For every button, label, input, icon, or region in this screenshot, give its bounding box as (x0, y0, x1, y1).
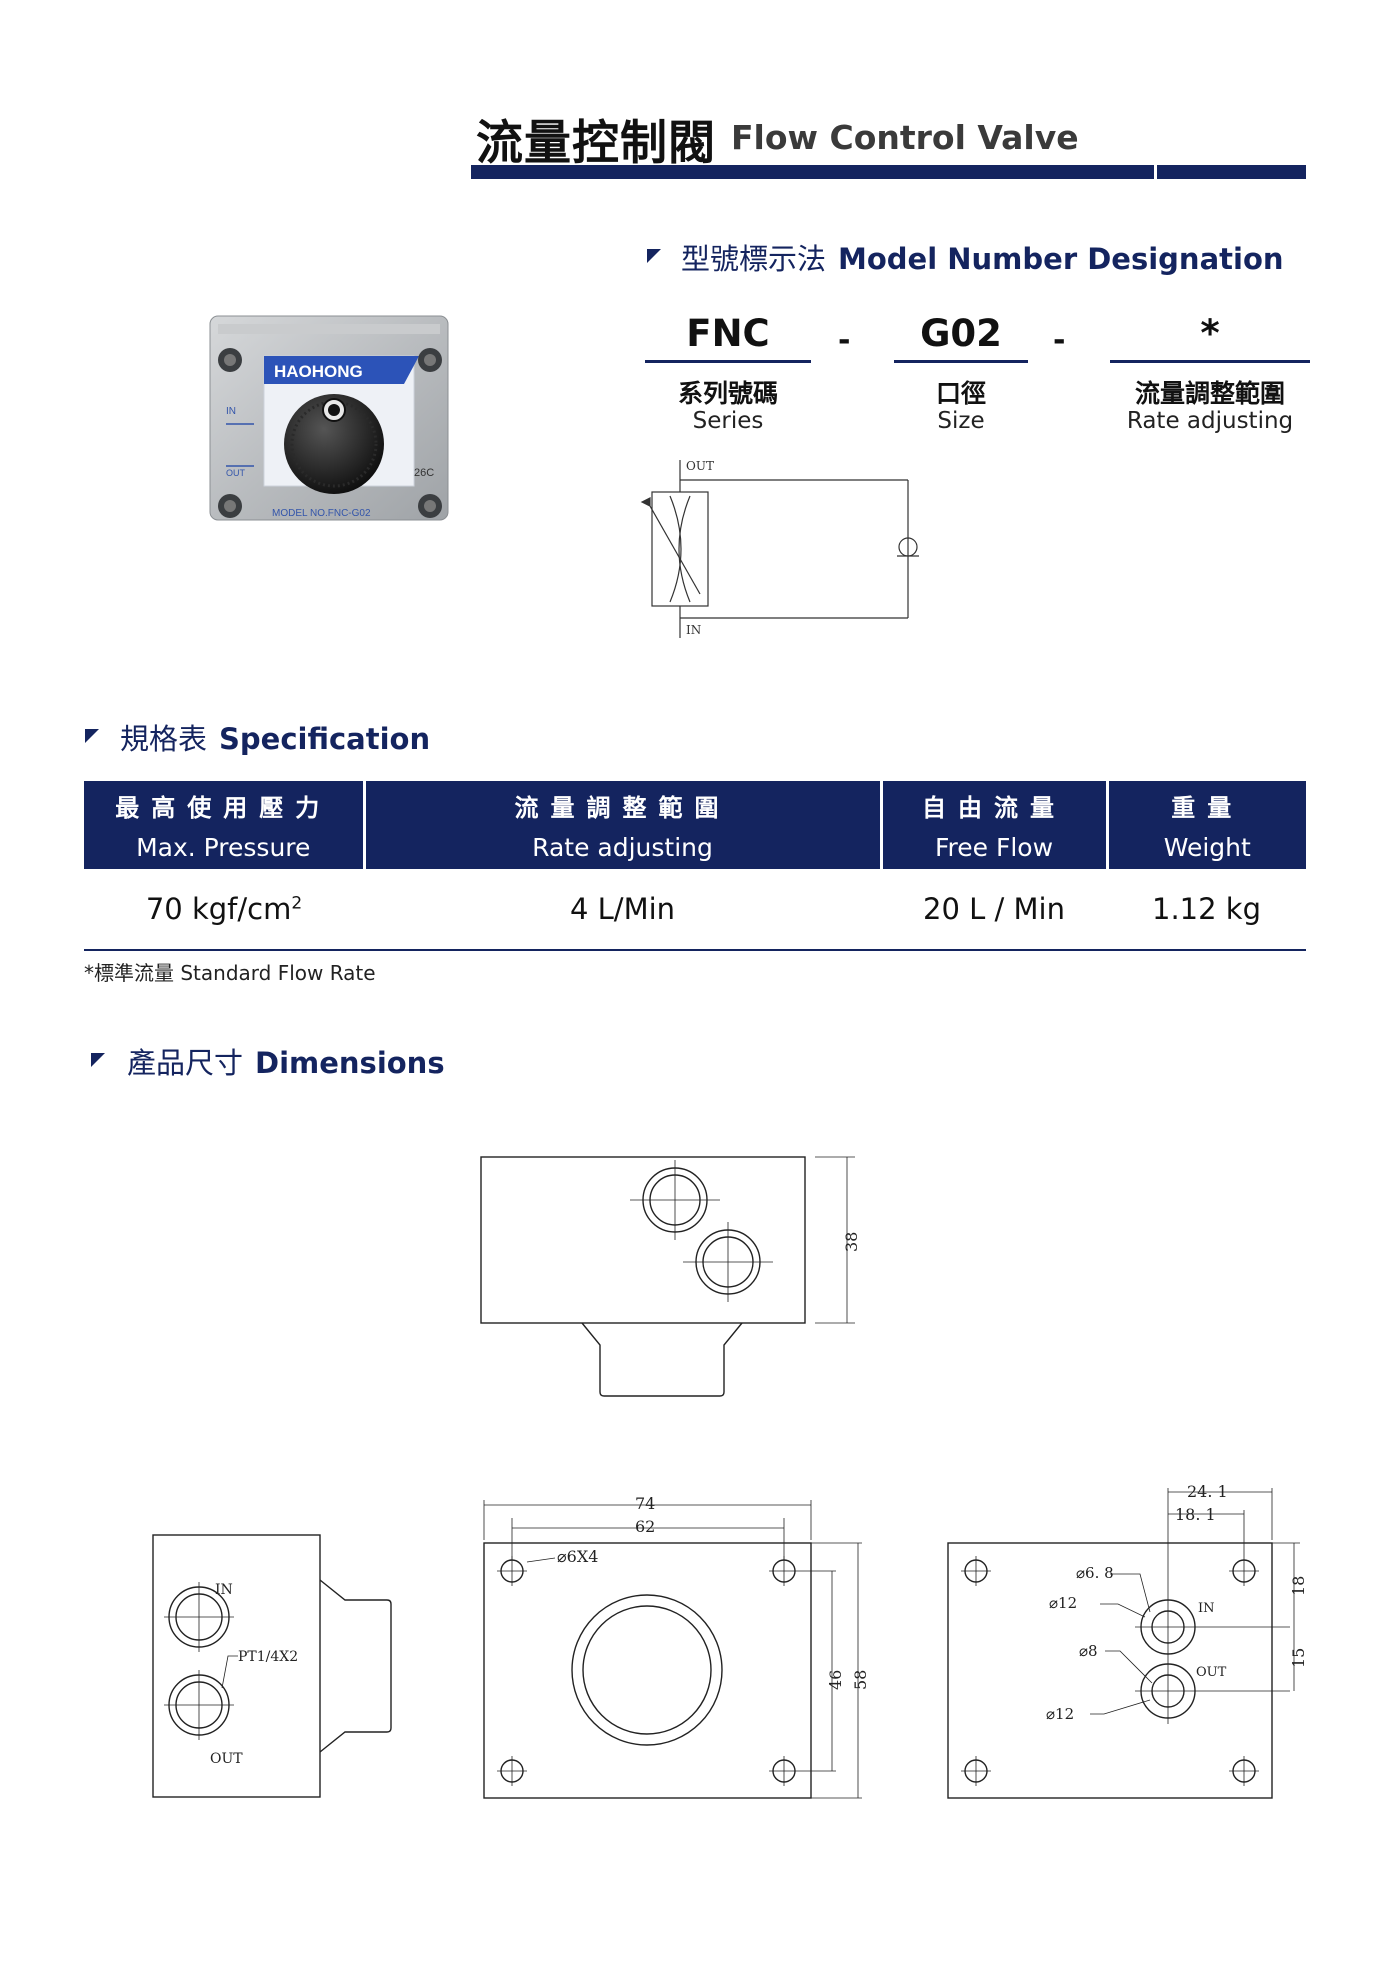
dim-label-18-1: 18. 1 (1175, 1505, 1216, 1524)
side-out-label: OUT (210, 1751, 243, 1767)
dimensions-heading-zh: 產品尺寸 (127, 1046, 244, 1080)
product-photo: HAOHONG IN OUT 26C MODEL NO.FNC-G02 (209, 315, 449, 521)
dim-label-46: 46 (826, 1670, 845, 1690)
specification-heading: 規格表 Specification (120, 716, 430, 758)
table-cell-weight: 1.12 kg (1107, 869, 1306, 951)
photo-temp-label: 26C (414, 467, 434, 479)
dim-label-d8: ⌀8 (1079, 1642, 1098, 1660)
title-underline-end (1157, 165, 1306, 179)
triangle-bullet-icon (91, 1053, 105, 1067)
dim-label-15: 15 (1289, 1648, 1308, 1668)
designation-code-size: G02 (920, 312, 1002, 355)
designation-heading-zh: 型號標示法 (681, 242, 827, 276)
page-title-zh: 流量控制閥 (476, 116, 716, 171)
designation-label-zh: 口徑 (935, 379, 986, 408)
designation-underline (894, 360, 1028, 363)
triangle-bullet-icon (85, 729, 99, 743)
dim-label-58: 58 (851, 1670, 870, 1690)
designation-label-en: Rate adjusting (1126, 408, 1294, 434)
specification-heading-zh: 規格表 (120, 722, 208, 756)
triangle-bullet-icon (647, 249, 661, 263)
symbol-in-label: IN (686, 623, 701, 637)
designation-separator: - (1053, 323, 1066, 358)
table-cell-rate: 4 L/Min (364, 869, 881, 951)
designation-heading: 型號標示法 Model Number Designation (681, 236, 1284, 278)
hydraulic-symbol: OUT IN (640, 459, 919, 638)
dimensions-heading: 產品尺寸 Dimensions (127, 1040, 445, 1082)
title-underline (471, 165, 1154, 179)
designation-heading-en: Model Number Designation (838, 242, 1284, 276)
dimensions-heading-en: Dimensions (255, 1046, 445, 1080)
designation-code-rate: * (1200, 312, 1220, 355)
dim-label-74: 74 (635, 1494, 655, 1513)
photo-model-text: MODEL NO.FNC-G02 (272, 508, 371, 519)
side-view-drawing (152, 1534, 392, 1798)
footnote: *標準流量 Standard Flow Rate (84, 961, 376, 985)
dim-label-hole: ⌀6X4 (557, 1547, 598, 1566)
designation-underline (645, 360, 811, 363)
designation-code-series: FNC (686, 312, 770, 355)
designation-label-zh: 系列號碼 (677, 379, 778, 408)
photo-out-label: OUT (226, 468, 246, 478)
dim-label-d12: ⌀12 (1049, 1594, 1077, 1612)
designation-label-en: Series (692, 408, 764, 434)
dim-label-18: 18 (1289, 1576, 1308, 1596)
dim-label-62: 62 (635, 1517, 655, 1536)
page-title-en: Flow Control Valve (731, 118, 1079, 157)
designation-separator: - (838, 323, 851, 358)
top-view-drawing (480, 1156, 855, 1397)
port-in-label: IN (1198, 1601, 1215, 1616)
table-cell-pressure: 70 kgf/cm2 (84, 869, 364, 951)
table-cell-free-flow: 20 L / Min (881, 869, 1107, 951)
photo-brand: HAOHONG (274, 362, 363, 381)
symbol-out-label: OUT (686, 459, 714, 473)
side-port-label: PT1/4X2 (238, 1649, 298, 1665)
port-view-drawing (947, 1488, 1300, 1799)
side-in-label: IN (215, 1582, 233, 1598)
dim-label-d68: ⌀6. 8 (1076, 1564, 1114, 1582)
designation-label-en: Size (937, 408, 985, 434)
dim-label-38: 38 (842, 1232, 861, 1252)
dim-label-d12-b: ⌀12 (1046, 1705, 1074, 1723)
designation-label-zh: 流量調整範圍 (1134, 379, 1285, 408)
port-out-label: OUT (1196, 1665, 1227, 1680)
designation-underline (1110, 360, 1310, 363)
photo-in-label: IN (226, 406, 236, 417)
dim-label-24-1: 24. 1 (1187, 1482, 1228, 1501)
table-row: 70 kgf/cm2 4 L/Min 20 L / Min 1.12 kg (84, 869, 1306, 951)
specification-heading-en: Specification (219, 722, 431, 756)
front-view-drawing (483, 1500, 862, 1799)
